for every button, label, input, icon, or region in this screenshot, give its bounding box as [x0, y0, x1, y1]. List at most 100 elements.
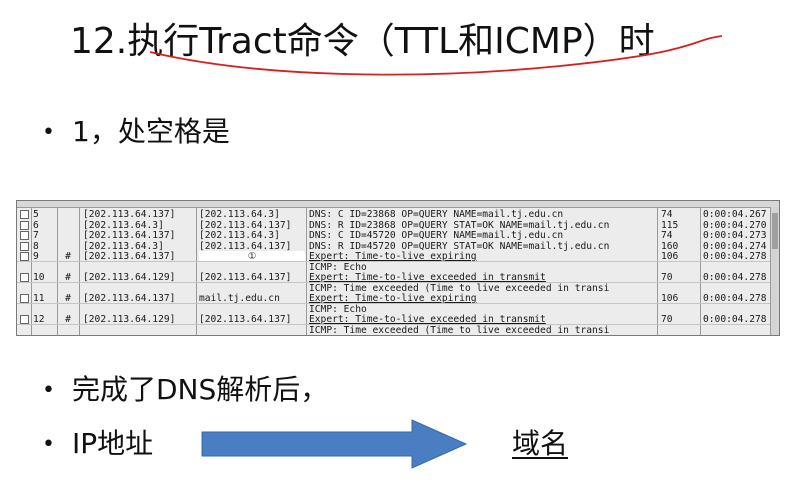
column-divider [79, 207, 80, 335]
packet-flag: # [65, 272, 71, 283]
row-checkbox[interactable] [20, 252, 29, 261]
packet-summary: ICMP: Echo [309, 303, 367, 315]
packet-source: [202.113.64.137] [83, 209, 176, 220]
packet-flag [61, 325, 75, 336]
packet-number: 7 [33, 230, 39, 241]
packet-summary: ICMP: Echo [309, 261, 367, 273]
packet-time: 0:00:04.273 [703, 230, 767, 241]
packet-source: [202.113.64.3] [83, 219, 164, 231]
packet-flag: # [65, 293, 71, 304]
bullet-dot-icon: • [42, 432, 55, 457]
packet-row[interactable]: 10#[202.113.64.129][202.113.64.137]Exper… [17, 272, 779, 283]
packet-time [703, 262, 777, 273]
packet-number [33, 283, 55, 294]
row-checkbox[interactable] [20, 220, 29, 230]
packet-flag [61, 262, 75, 273]
vertical-scrollbar[interactable] [770, 207, 779, 335]
bullet-text: 完成了DNS解析后， [72, 373, 329, 406]
domain-name-label: 域名 [512, 427, 569, 460]
row-checkbox[interactable] [20, 273, 29, 282]
packet-time: 0:00:04.278 [703, 293, 767, 304]
row-checkbox[interactable] [20, 210, 29, 219]
packet-capture-list: 5[202.113.64.137][202.113.64.3]DNS: C ID… [16, 200, 780, 336]
packet-time: 0:00:04.278 [703, 272, 767, 283]
packet-time: 0:00:04.267 [703, 209, 767, 220]
row-separator [17, 303, 771, 304]
packet-flag [61, 283, 75, 294]
packet-time: 0:00:04.270 [703, 219, 767, 231]
packet-flag: # [65, 314, 71, 325]
packet-number [33, 262, 55, 273]
packet-length: 70 [661, 314, 673, 325]
packet-row[interactable]: ICMP: Time exceeded (Time to live exceed… [17, 325, 779, 336]
row-separator [17, 261, 771, 262]
packet-source: [202.113.64.137] [83, 251, 176, 262]
packet-summary: DNS: R ID=45720 OP=QUERY STAT=OK NAME=ma… [309, 240, 610, 252]
packet-number: 10 [33, 272, 45, 283]
packet-destination: ① [199, 251, 305, 262]
bullet-item: • 1，处空格是 [42, 112, 230, 153]
packet-destination: [202.113.64.3] [199, 209, 280, 220]
row-separator [17, 324, 771, 325]
packet-time [703, 325, 777, 336]
row-checkbox[interactable] [20, 241, 29, 251]
packet-row[interactable]: ICMP: Echo [17, 304, 779, 315]
packet-number: 9 [33, 251, 39, 262]
packet-flag [61, 241, 75, 252]
packet-row[interactable]: 5 [202.113.64.137] [202.113.64.3] DNS: C ID… [17, 209, 779, 220]
packet-destination: [202.113.64.3] [199, 230, 280, 241]
packet-flag [61, 230, 75, 241]
column-divider [700, 207, 701, 335]
packet-summary: DNS: C ID=45720 OP=QUERY NAME=mail.tj.ed… [309, 230, 564, 241]
packet-time: 0:00:04.278 [703, 314, 767, 325]
packet-source [83, 262, 193, 273]
packet-destination [199, 262, 305, 273]
packet-row[interactable]: ICMP: Time exceeded (Time to live exceed… [17, 283, 779, 294]
packet-summary: Expert: Time-to-live expiring [309, 293, 477, 304]
packet-row[interactable]: 8[202.113.64.3][202.113.64.137]DNS: R ID… [17, 241, 779, 252]
packet-number [33, 325, 55, 336]
packet-summary: DNS: R ID=23868 OP=QUERY STAT=OK NAME=ma… [309, 219, 610, 231]
bullet-dot-icon: • [42, 120, 55, 145]
scrollbar-thumb[interactable] [772, 213, 778, 249]
packet-row[interactable]: 7 [202.113.64.137] [202.113.64.3] DNS: C ID… [17, 230, 779, 241]
packet-time [703, 283, 777, 294]
packet-length [661, 325, 697, 336]
packet-summary: Expert: Time-to-live expiring [309, 251, 477, 262]
packet-flag [61, 209, 75, 220]
packet-time: 0:00:04.274 [703, 240, 767, 252]
packet-length [661, 304, 697, 315]
column-divider [57, 207, 58, 335]
row-checkbox[interactable] [20, 315, 29, 324]
packet-row[interactable]: 6[202.113.64.3][202.113.64.137]DNS: R ID… [17, 220, 779, 231]
packet-row[interactable]: ICMP: Echo [17, 262, 779, 273]
packet-number [33, 304, 55, 315]
column-divider [306, 207, 307, 335]
packet-source: [202.113.64.129] [83, 314, 176, 325]
packet-source: [202.113.64.137] [83, 230, 176, 241]
column-divider [657, 207, 658, 335]
packet-source [83, 304, 193, 315]
packet-source: [202.113.64.137] [83, 293, 176, 304]
bullet-text: 1，处空格是 [72, 115, 230, 148]
packet-number: 5 [33, 209, 39, 220]
row-checkbox[interactable] [20, 231, 29, 240]
packet-summary: DNS: C ID=23868 OP=QUERY NAME=mail.tj.ed… [309, 209, 564, 220]
packet-source [83, 283, 193, 294]
packet-time [703, 304, 777, 315]
red-underline-annotation [149, 35, 723, 76]
packet-number: 11 [33, 293, 45, 304]
packet-length: 106 [661, 251, 679, 262]
packet-destination: [202.113.64.137] [199, 314, 292, 325]
packet-number: 12 [33, 314, 45, 325]
packet-row[interactable]: 12#[202.113.64.129][202.113.64.137]Exper… [17, 314, 779, 325]
packet-flag [61, 220, 75, 231]
packet-flag [61, 304, 75, 315]
row-checkbox[interactable] [20, 294, 29, 303]
bullet-item: •IP地址 [42, 424, 153, 465]
packet-source: [202.113.64.3] [83, 240, 164, 252]
column-divider [31, 207, 32, 335]
packet-summary: ICMP: Time exceeded (Time to live exceed… [309, 324, 610, 336]
